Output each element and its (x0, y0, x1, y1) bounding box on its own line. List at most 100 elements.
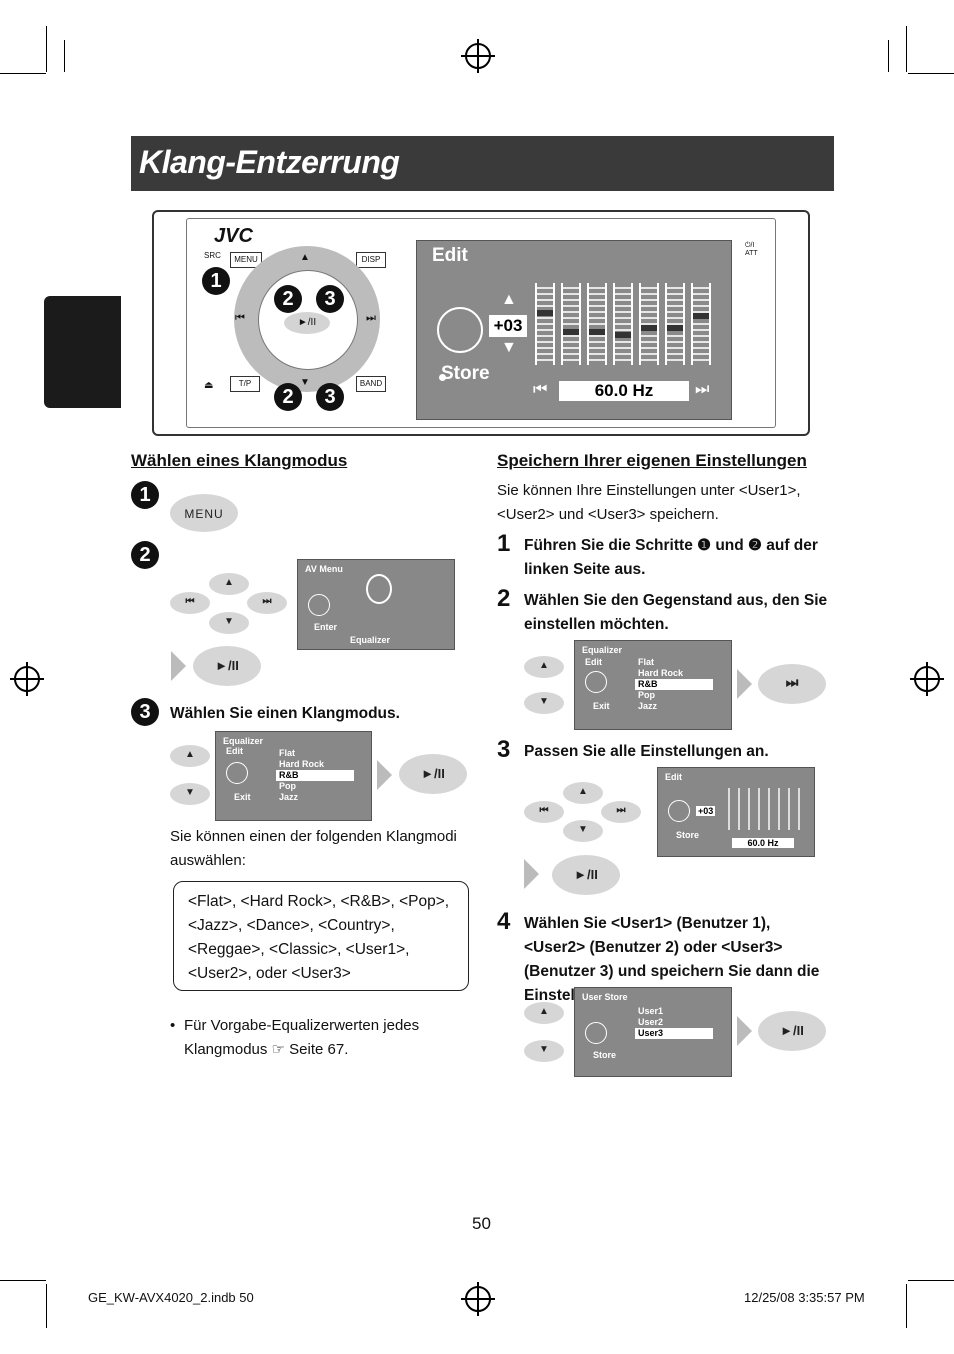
eject-icon: ⏏ (204, 380, 214, 391)
step-number: 2 (497, 585, 511, 612)
play-pause-label: ►/II (574, 867, 598, 882)
equalizer-band (665, 283, 685, 365)
up-button: ▲ (524, 656, 564, 678)
frequency-next-icon: ⏭ (695, 381, 710, 398)
step-number: 4 (497, 908, 511, 935)
user-list: User1 User2 User3 (635, 1006, 713, 1039)
step-3-badge: 3 (131, 698, 159, 726)
exit-label: Exit (593, 701, 610, 711)
mode-item: Flat (638, 657, 655, 667)
edit-label: Edit (585, 657, 602, 667)
down-arrow-icon: ▼ (300, 377, 310, 388)
step-text: Führen Sie die Schritte ❶ und ❷ auf der … (524, 537, 818, 578)
equalizer-mode-list: Flat Hard Rock R&B Pop Jazz (276, 748, 354, 803)
left-heading: Wählen eines Klangmodus (131, 451, 348, 470)
dial-icon (668, 800, 690, 822)
page-number: 50 (472, 1214, 491, 1233)
modes-intro: Sie können einen der folgenden Klangmodi… (170, 828, 457, 869)
registration-mark-icon (910, 662, 944, 696)
level-value: +03 (489, 315, 527, 337)
next-icon: ⏭ (616, 805, 626, 816)
down-arrow-icon: ▼ (539, 696, 549, 707)
previous-button: ⏮ (170, 592, 210, 614)
down-arrow-icon: ▼ (224, 616, 234, 627)
frequency-prev-icon: ⏮ (533, 381, 548, 398)
edit-screen: Edit +03 Store 60.0 Hz (657, 767, 815, 857)
equalizer-band (639, 283, 659, 365)
crop-mark (908, 73, 954, 74)
play-pause-button: ►/II (758, 1011, 826, 1051)
tp-key: T/P (230, 376, 260, 392)
step-1-badge: 1 (131, 481, 159, 509)
equalizer-screen: Equalizer Edit Exit Flat Hard Rock R&B P… (574, 640, 732, 730)
modes-list: <Flat>, <Hard Rock>, <R&B>, <Pop>, <Jazz… (188, 893, 450, 982)
next-icon: ⏭ (262, 596, 272, 607)
footer-file: GE_KW-AVX4020_2.indb 50 (88, 1290, 254, 1305)
mode-item: Jazz (279, 792, 299, 802)
callout-2: 2 (274, 285, 302, 313)
next-icon: ⏭ (366, 312, 376, 324)
callout-1: 1 (202, 267, 230, 295)
value-up-icon: ▲ (501, 291, 517, 308)
modes-box: <Flat>, <Hard Rock>, <R&B>, <Pop>, <Jazz… (173, 881, 469, 991)
src-label: SRC (204, 251, 221, 260)
step-3-text: Wählen Sie einen Klangmodus. (170, 705, 400, 722)
frequency-value: 60.0 Hz (559, 381, 689, 401)
down-button: ▼ (524, 1040, 564, 1062)
right-heading: Speichern Ihrer eigenen Einstellungen (497, 451, 807, 470)
down-button: ▼ (524, 692, 564, 714)
level-value: +03 (696, 806, 716, 816)
down-button: ▼ (170, 783, 210, 805)
disp-key: DISP (356, 252, 386, 268)
up-button: ▲ (209, 573, 249, 595)
arrow-right-icon (377, 760, 392, 790)
up-button: ▲ (563, 782, 603, 804)
up-arrow-icon: ▲ (539, 660, 549, 671)
equalizer-band (691, 283, 711, 365)
step-2-badge: 2 (131, 541, 159, 569)
up-arrow-icon: ▲ (578, 786, 588, 797)
down-arrow-icon: ▼ (185, 787, 195, 798)
arrow-right-icon (524, 859, 539, 889)
mode-item: Pop (638, 690, 655, 700)
previous-icon: ⏮ (185, 596, 195, 607)
user-item: User1 (638, 1006, 664, 1016)
play-pause-icon: ►/II (284, 312, 330, 334)
arrow-right-icon (737, 1016, 752, 1046)
menu-button-label: MENU (184, 507, 224, 521)
previous-icon: ⏮ (539, 805, 549, 816)
up-arrow-icon: ▲ (185, 749, 195, 760)
equalizer-band-level (563, 329, 579, 335)
equalizer-icon (366, 574, 392, 604)
device-screen: Edit ▲ ▼ +03 Store ⏮ 60.0 Hz ⏭ (416, 240, 732, 420)
crop-mark (888, 40, 889, 72)
registration-mark-icon (461, 1282, 495, 1316)
store-bullet (439, 374, 446, 381)
registration-mark-icon (10, 662, 44, 696)
next-button: ⏭ (247, 592, 287, 614)
previous-button: ⏮ (524, 801, 564, 823)
equalizer-band-level (693, 313, 709, 319)
previous-icon: ⏮ (235, 312, 245, 324)
up-arrow-icon: ▲ (300, 252, 310, 263)
play-pause-button: ►/II (193, 646, 261, 686)
user-item: User2 (638, 1017, 664, 1027)
equalizer-band-level (615, 332, 631, 338)
edit-title: Edit (665, 772, 682, 782)
mode-item: Hard Rock (279, 759, 325, 769)
mini-equalizer-bars (728, 788, 804, 830)
play-pause-label: ►/II (421, 766, 445, 781)
equalizer-dial-icon (437, 307, 483, 353)
down-button: ▼ (563, 820, 603, 842)
mode-item: Jazz (638, 701, 658, 711)
down-arrow-icon: ▼ (578, 824, 588, 835)
note-text: Für Vorgabe-Equalizerwerten jedes Klangm… (184, 1017, 420, 1058)
dial-icon (308, 594, 330, 616)
mode-item: Pop (279, 781, 296, 791)
av-menu-title: AV Menu (305, 564, 343, 574)
down-button: ▼ (209, 612, 249, 634)
menu-button: MENU (170, 494, 238, 532)
av-menu-screen: AV Menu Enter Equalizer (297, 559, 455, 650)
up-button: ▲ (170, 745, 210, 767)
dial-icon (226, 762, 248, 784)
